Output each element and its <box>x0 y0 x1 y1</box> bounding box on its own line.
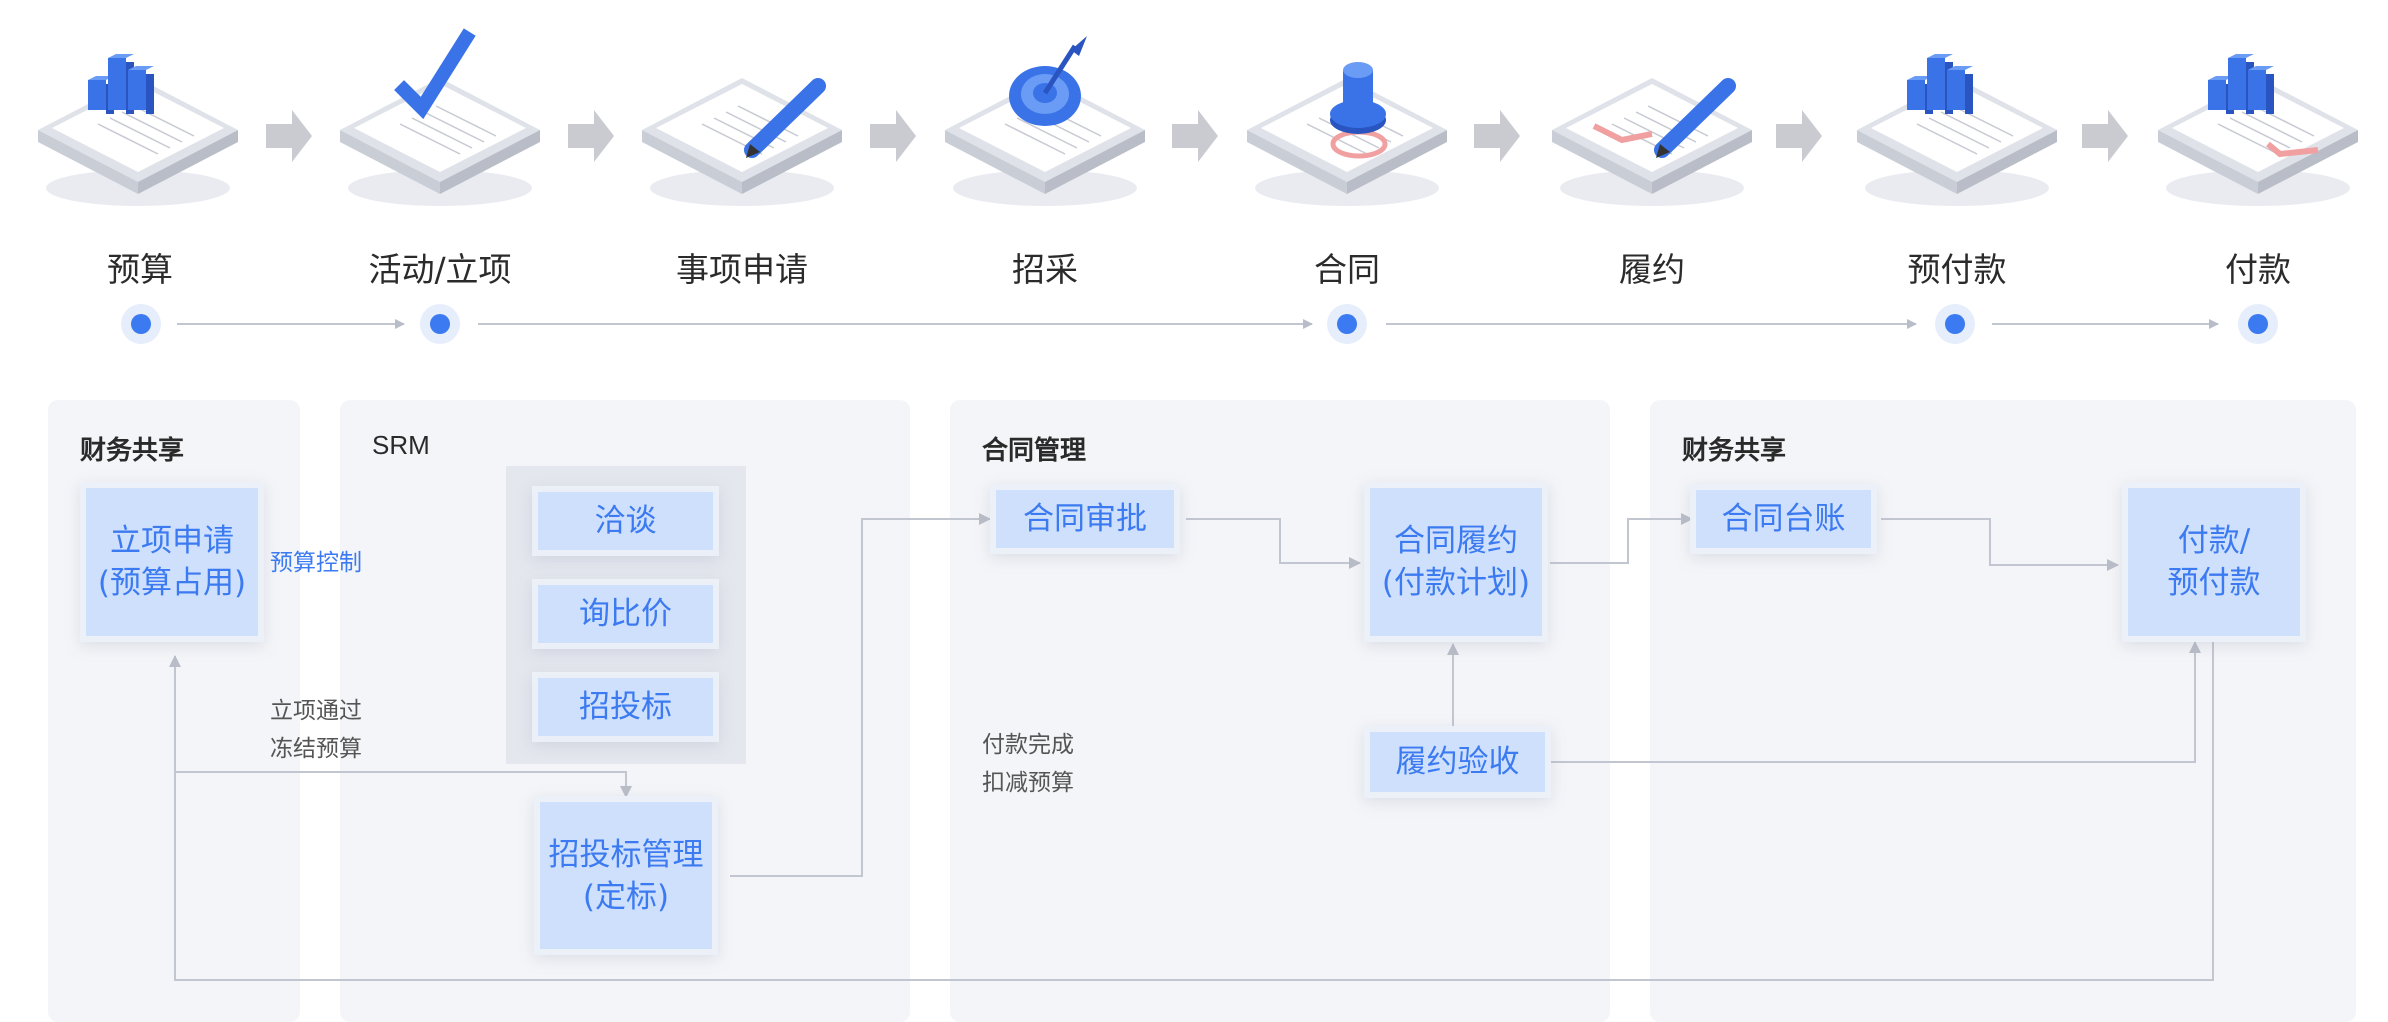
box-tender-mgmt[interactable]: 招投标管理(定标) <box>540 802 712 949</box>
box-project-apply[interactable]: 立项申请(预算占用) <box>86 488 258 636</box>
box-negotiate[interactable]: 洽谈 <box>538 492 713 550</box>
box-perform-accept[interactable]: 履约验收 <box>1370 732 1545 792</box>
note-approve-freeze: 立项通过冻结预算 <box>270 698 362 762</box>
bar-chart-document-icon <box>1857 54 2057 206</box>
box-compare-price[interactable]: 询比价 <box>538 585 713 643</box>
pen-document-icon <box>642 78 842 206</box>
stage-label-request: 事项申请 <box>676 250 808 289</box>
target-document-icon <box>945 36 1145 206</box>
panel-title: SRM <box>372 430 430 460</box>
box-contract-ledger[interactable]: 合同台账 <box>1696 490 1871 548</box>
stage-label-procure: 招采 <box>1012 250 1078 289</box>
timeline-nodes <box>121 304 2278 344</box>
stamp-document-icon <box>1247 62 1447 206</box>
stage-label-contract: 合同 <box>1314 250 1380 289</box>
pen-sign-document-icon <box>1552 78 1752 206</box>
stage-arrows <box>266 110 2128 162</box>
checkmark-document-icon <box>340 28 540 206</box>
stage-label-perform: 履约 <box>1619 250 1685 289</box>
stage-label-prepay: 预付款 <box>1907 250 2007 289</box>
stage-label-budget: 预算 <box>107 250 173 289</box>
box-contract-approve[interactable]: 合同审批 <box>996 490 1174 548</box>
note-budget-control: 预算控制 <box>270 550 362 576</box>
box-contract-perform[interactable]: 合同履约(付款计划) <box>1370 488 1542 636</box>
panel-title: 财务共享 <box>80 436 185 466</box>
box-tender[interactable]: 招投标 <box>538 678 713 736</box>
stage-label-pay: 付款 <box>2225 250 2291 289</box>
panel-title: 财务共享 <box>1682 436 1787 466</box>
chart-check-document-icon <box>2158 54 2358 206</box>
stage-label-activity: 活动/立项 <box>368 250 512 289</box>
note-pay-done-deduct: 付款完成扣减预算 <box>982 732 1074 796</box>
box-payment[interactable]: 付款/预付款 <box>2128 488 2300 636</box>
panel-title: 合同管理 <box>982 436 1087 466</box>
budget-bar-chart-icon <box>38 54 238 206</box>
